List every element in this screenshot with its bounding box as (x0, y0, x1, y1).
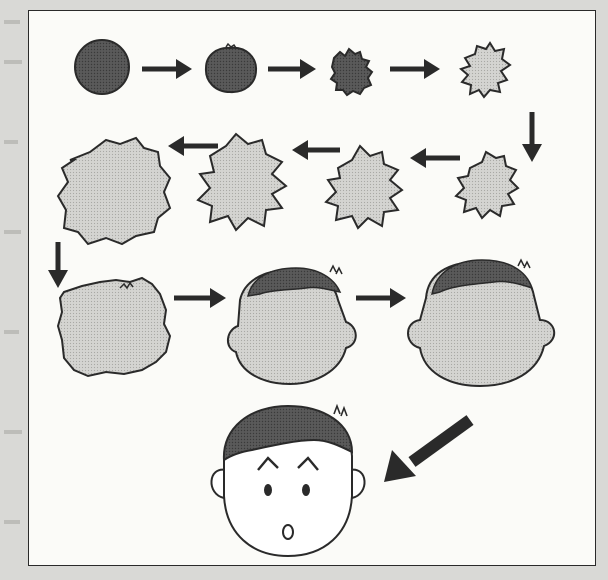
arrow-3 (390, 59, 440, 79)
stage-10-head-with-hair (228, 266, 356, 384)
stage-12-face (211, 406, 364, 556)
arrow-to-face (384, 420, 470, 482)
stage-8-mass (58, 138, 170, 244)
arrow-8-down (48, 242, 68, 288)
arrow-4-down (522, 112, 542, 162)
arrow-2 (268, 59, 316, 79)
stage-3-small-blob (331, 49, 372, 95)
stage-5-splat-small (456, 152, 518, 218)
stage-9-mass-rounded (58, 278, 170, 376)
arrow-1 (142, 59, 192, 79)
arrow-10 (356, 288, 406, 308)
stage-4-splat (461, 43, 510, 97)
arrow-6 (292, 140, 340, 160)
stage-2-rough-ball (206, 44, 256, 92)
arrow-7 (168, 136, 218, 156)
stage-1-solid-ball (75, 40, 129, 94)
stage-6-splat-medium (326, 146, 402, 228)
stage-11-head-with-ears (408, 260, 554, 386)
arrow-5 (410, 148, 460, 168)
arrow-9 (174, 288, 226, 308)
